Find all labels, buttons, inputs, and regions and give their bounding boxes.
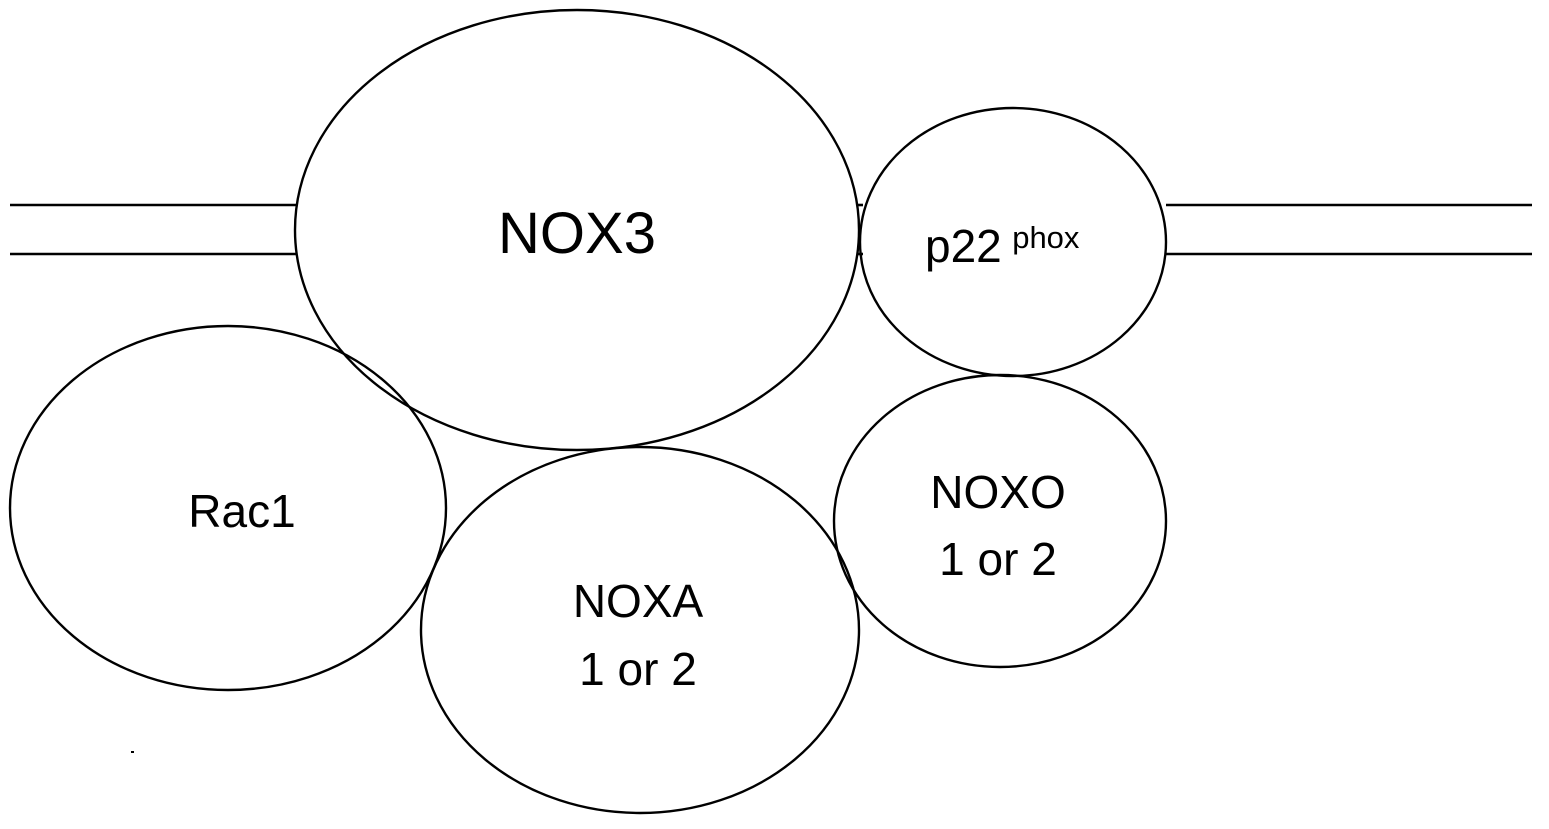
noxo-label-line1: NOXO xyxy=(930,466,1065,518)
nox3-ellipse xyxy=(293,8,861,452)
node-nox3: NOX3 xyxy=(293,8,861,452)
p22phox-label: p22 phox xyxy=(925,220,1080,272)
node-rac1: Rac1 xyxy=(8,324,448,692)
node-noxo: NOXO 1 or 2 xyxy=(832,373,1168,669)
noxa-label-line1: NOXA xyxy=(573,575,704,627)
cell-membrane xyxy=(10,203,1532,256)
p22-text: p22 xyxy=(925,220,1002,272)
noxa-ellipse xyxy=(419,445,861,815)
node-noxa: NOXA 1 or 2 xyxy=(419,445,861,815)
node-p22phox: p22 phox xyxy=(858,106,1168,378)
noxa-label-line2: 1 or 2 xyxy=(579,643,697,695)
rac1-ellipse xyxy=(8,324,448,692)
noxo-ellipse xyxy=(832,373,1168,669)
phox-superscript: phox xyxy=(1012,220,1080,255)
noxo-label-line2: 1 or 2 xyxy=(939,533,1057,585)
stray-dot xyxy=(131,751,134,753)
nox3-label: NOX3 xyxy=(498,201,656,266)
rac1-label: Rac1 xyxy=(188,485,295,537)
